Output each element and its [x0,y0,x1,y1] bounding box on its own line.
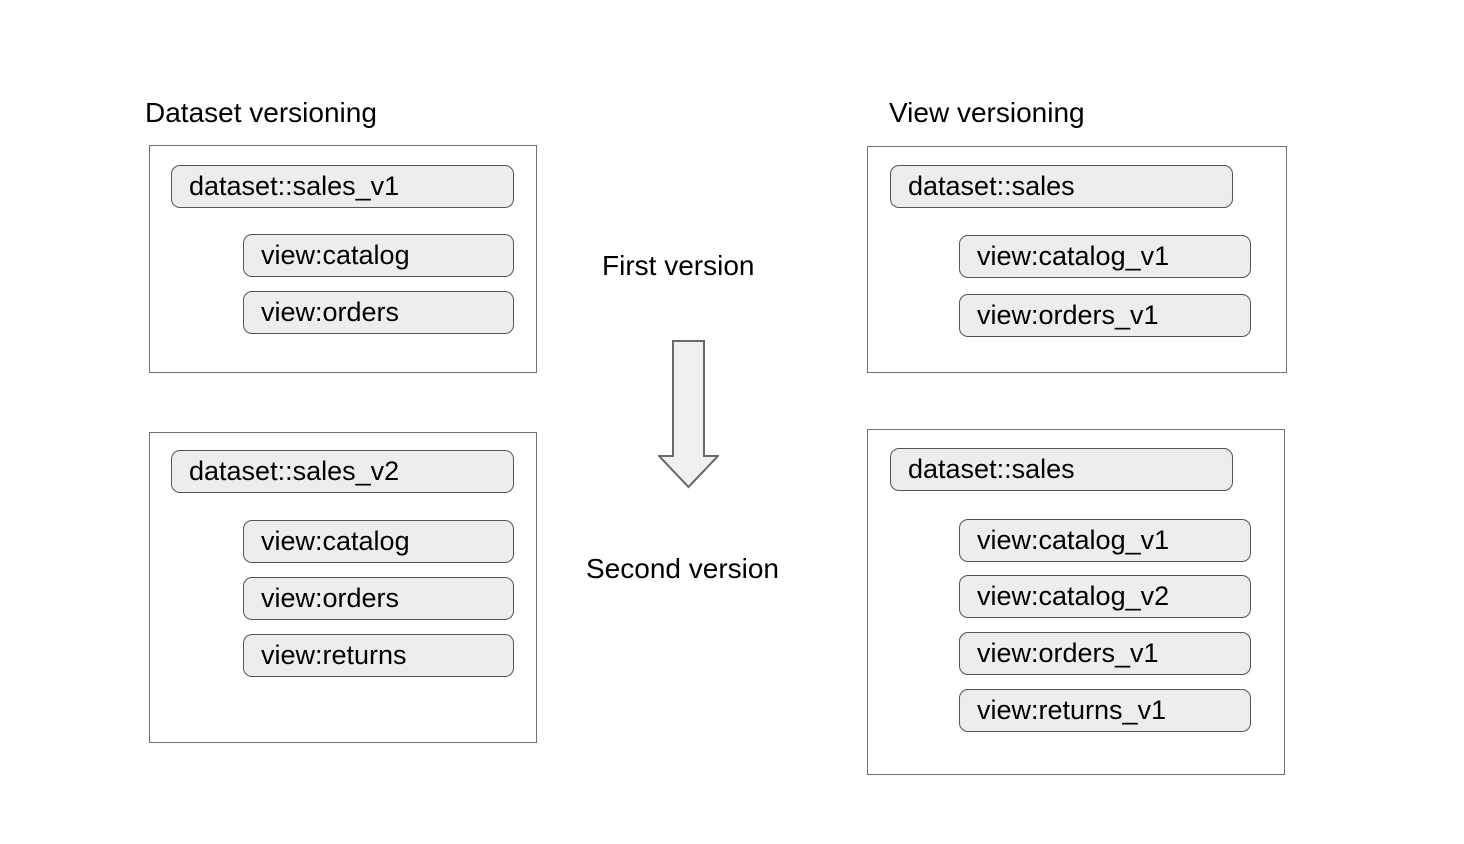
dataset-pill: dataset::sales_v2 [171,450,514,493]
dataset-pill: dataset::sales [890,448,1233,491]
dataset-versioning-second-box: dataset::sales_v2 view:catalog view:orde… [149,432,537,743]
down-arrow-icon [656,340,721,489]
view-pill: view:catalog [243,520,514,563]
view-pill: view:orders_v1 [959,294,1251,337]
view-pill: view:orders_v1 [959,632,1251,675]
view-versioning-first-box: dataset::sales view:catalog_v1 view:orde… [867,146,1287,373]
view-pill: view:returns_v1 [959,689,1251,732]
view-pill: view:catalog_v2 [959,575,1251,618]
view-versioning-second-box: dataset::sales view:catalog_v1 view:cata… [867,429,1285,775]
dataset-pill: dataset::sales_v1 [171,165,514,208]
dataset-pill: dataset::sales [890,165,1233,208]
view-pill: view:orders [243,577,514,620]
view-pill: view:catalog_v1 [959,235,1251,278]
dataset-versioning-first-box: dataset::sales_v1 view:catalog view:orde… [149,145,537,373]
dataset-versioning-title: Dataset versioning [145,97,377,128]
view-versioning-title: View versioning [889,97,1085,128]
view-pill: view:orders [243,291,514,334]
view-pill: view:returns [243,634,514,677]
view-pill: view:catalog_v1 [959,519,1251,562]
first-version-label: First version [602,250,755,281]
second-version-label: Second version [586,553,780,584]
view-pill: view:catalog [243,234,514,277]
